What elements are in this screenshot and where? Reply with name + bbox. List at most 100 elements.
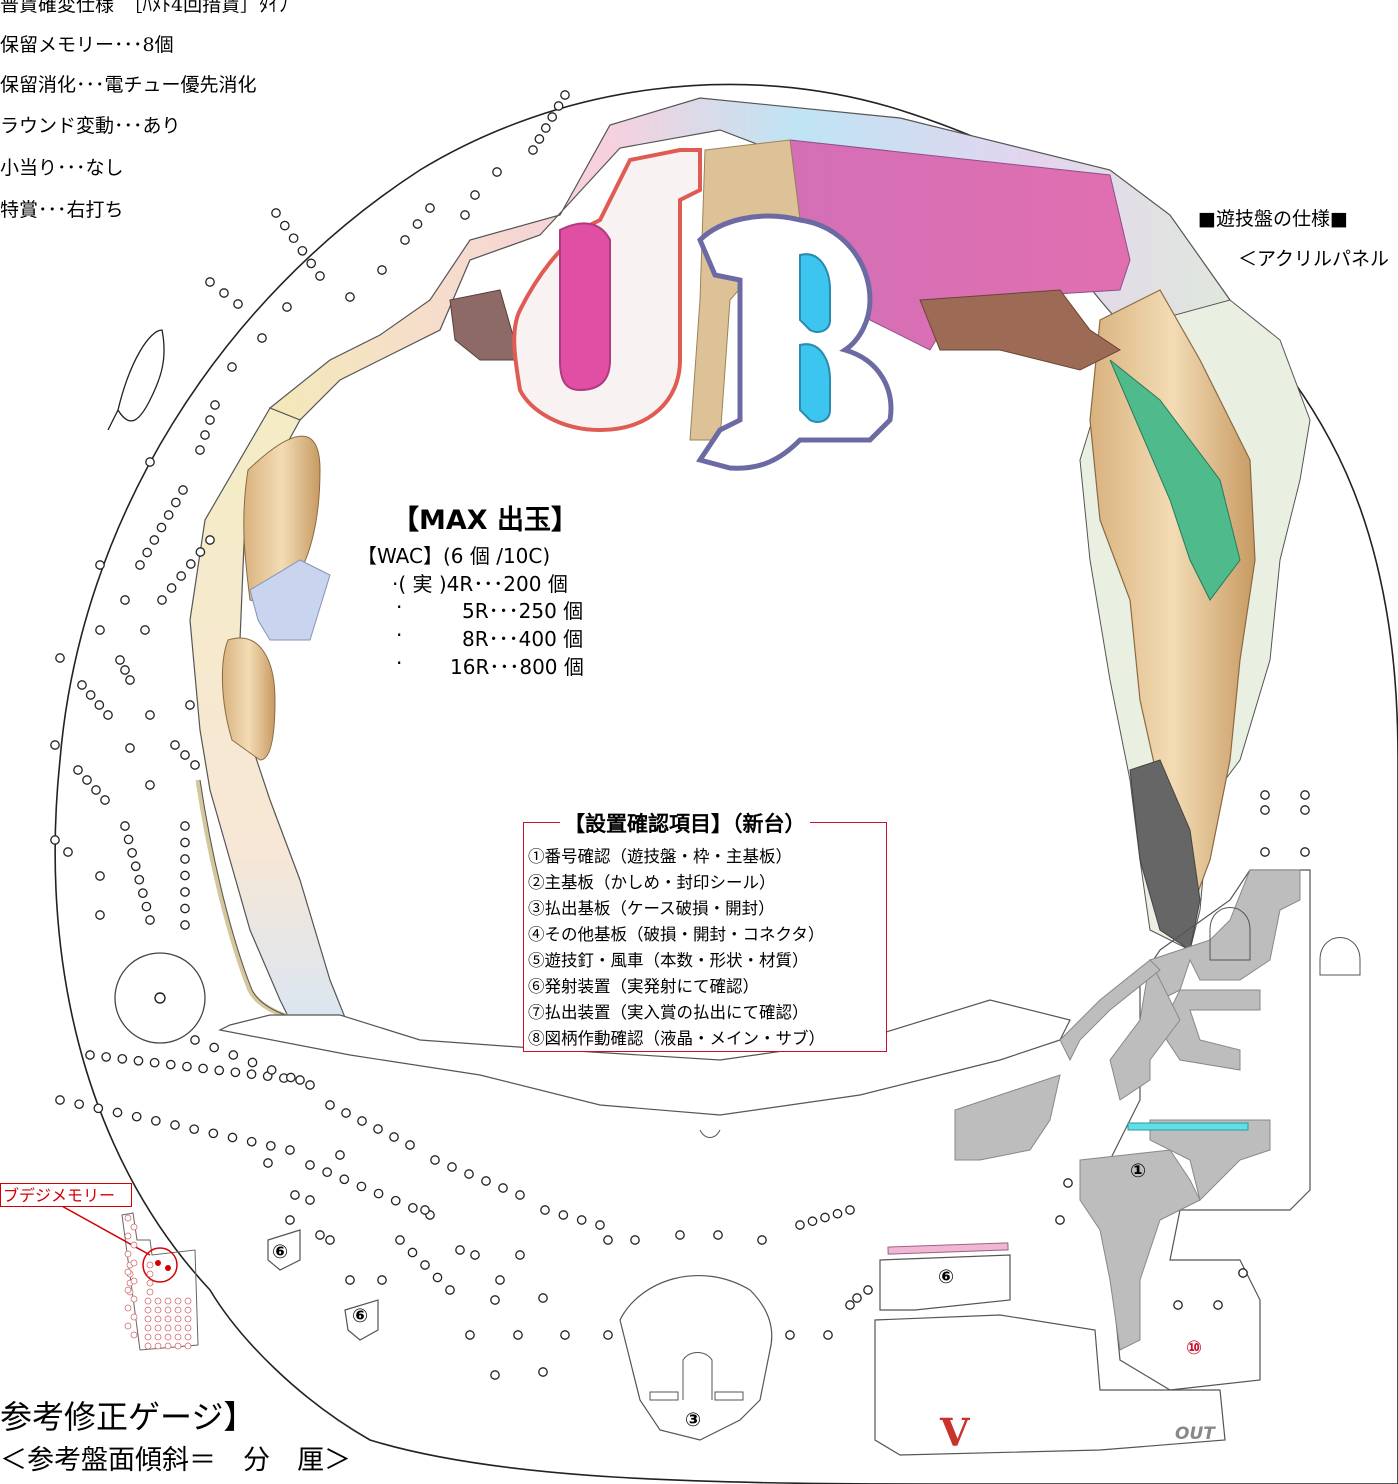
nail [345,1275,355,1285]
nail [149,1057,160,1068]
nail [101,1052,112,1062]
nail [290,1190,300,1200]
nail [335,1150,345,1160]
cyan-plate [1127,1122,1249,1131]
nail [425,203,435,213]
memory-cell [124,1214,132,1222]
nail [210,400,220,410]
memory-cell [124,1250,132,1258]
nail [140,625,150,635]
memory-cell [174,1333,182,1341]
left-wood-2 [221,637,276,761]
nail [282,302,292,312]
nail [460,210,470,220]
nail [713,1230,723,1240]
memory-cell [130,1277,138,1285]
nail [455,1245,465,1255]
nail [325,1235,335,1245]
nail [219,288,229,298]
nail [233,299,243,309]
nail [156,522,167,533]
right-wood [1089,289,1256,902]
max-row-5r-dot: · [396,595,403,619]
spec-line-4: ラウンド変動･･･あり [0,115,181,137]
nail [1213,1300,1223,1310]
nail [134,874,145,885]
nail [540,123,551,133]
nail [513,1330,523,1340]
nail [288,233,299,244]
nail [315,271,325,281]
memory-cell [154,1342,162,1350]
nail [515,1190,525,1200]
nail [180,837,190,848]
start-left-2-marker: ⑥ [352,1305,369,1327]
nail [630,1235,640,1245]
memory-cell [154,1306,162,1314]
nail [185,559,196,569]
nail [130,861,141,872]
nail [1300,847,1310,857]
nail [50,740,60,750]
logo-left-brown [449,289,521,361]
nail [178,485,188,495]
board-spec-subtitle: ＜アクリルパネル [1238,248,1390,270]
memory-cell [164,1324,172,1332]
nail [170,1120,180,1130]
nail [547,112,558,122]
nail [357,1116,367,1126]
memory-cell [124,1304,132,1312]
start-pocket-left-1 [267,1229,301,1271]
memory-cell [144,1333,152,1341]
nail [1300,790,1310,800]
max-row-16r-dot: · [396,651,403,675]
nail [115,655,125,665]
nail [285,1072,296,1083]
start-right-marker: ⑥ [938,1266,955,1288]
nail [1063,1178,1073,1188]
nail [205,277,215,287]
nail [120,665,130,675]
memory-cell [184,1342,192,1350]
nail [93,1103,104,1114]
nail [757,1235,767,1245]
attacker-box [879,1254,1011,1311]
memory-cell [184,1324,192,1332]
memory-cell [184,1333,192,1341]
checklist-item-4: ④その他基板（破損・開封・コネクタ） [528,925,825,944]
max-row-16r: 16R･･･800 個 [450,655,584,679]
nail [576,1215,587,1225]
out-label: OUT [1175,1424,1215,1444]
nail [182,1061,192,1072]
logo-letter-right-inner-2 [799,343,831,423]
nail [1300,805,1310,815]
nail [94,700,105,710]
logo-letter-right [695,213,894,471]
memory-cell [124,1232,132,1240]
nail [297,245,308,256]
nail [470,190,480,200]
nail [407,1247,418,1258]
nail [200,430,210,440]
nail [123,834,134,845]
memory-cell [124,1322,132,1330]
nail [230,1067,241,1078]
logo-letter-left-inner [559,222,611,392]
nail [445,1285,455,1295]
nail [305,1195,315,1205]
max-row-8r: 8R･･･400 個 [462,627,584,651]
nail [145,710,155,720]
nail [595,1220,605,1230]
nail [603,1235,613,1245]
nail [538,1293,548,1303]
memory-cell [164,1315,172,1323]
nail [138,888,148,898]
nail [492,167,502,177]
memory-cell [184,1306,192,1314]
nail [82,775,92,785]
memory-cell [154,1315,162,1323]
spec-line-2: 保留メモリー･･･8個 [0,34,174,56]
memory-cell [124,1286,132,1294]
nail [389,1132,399,1142]
